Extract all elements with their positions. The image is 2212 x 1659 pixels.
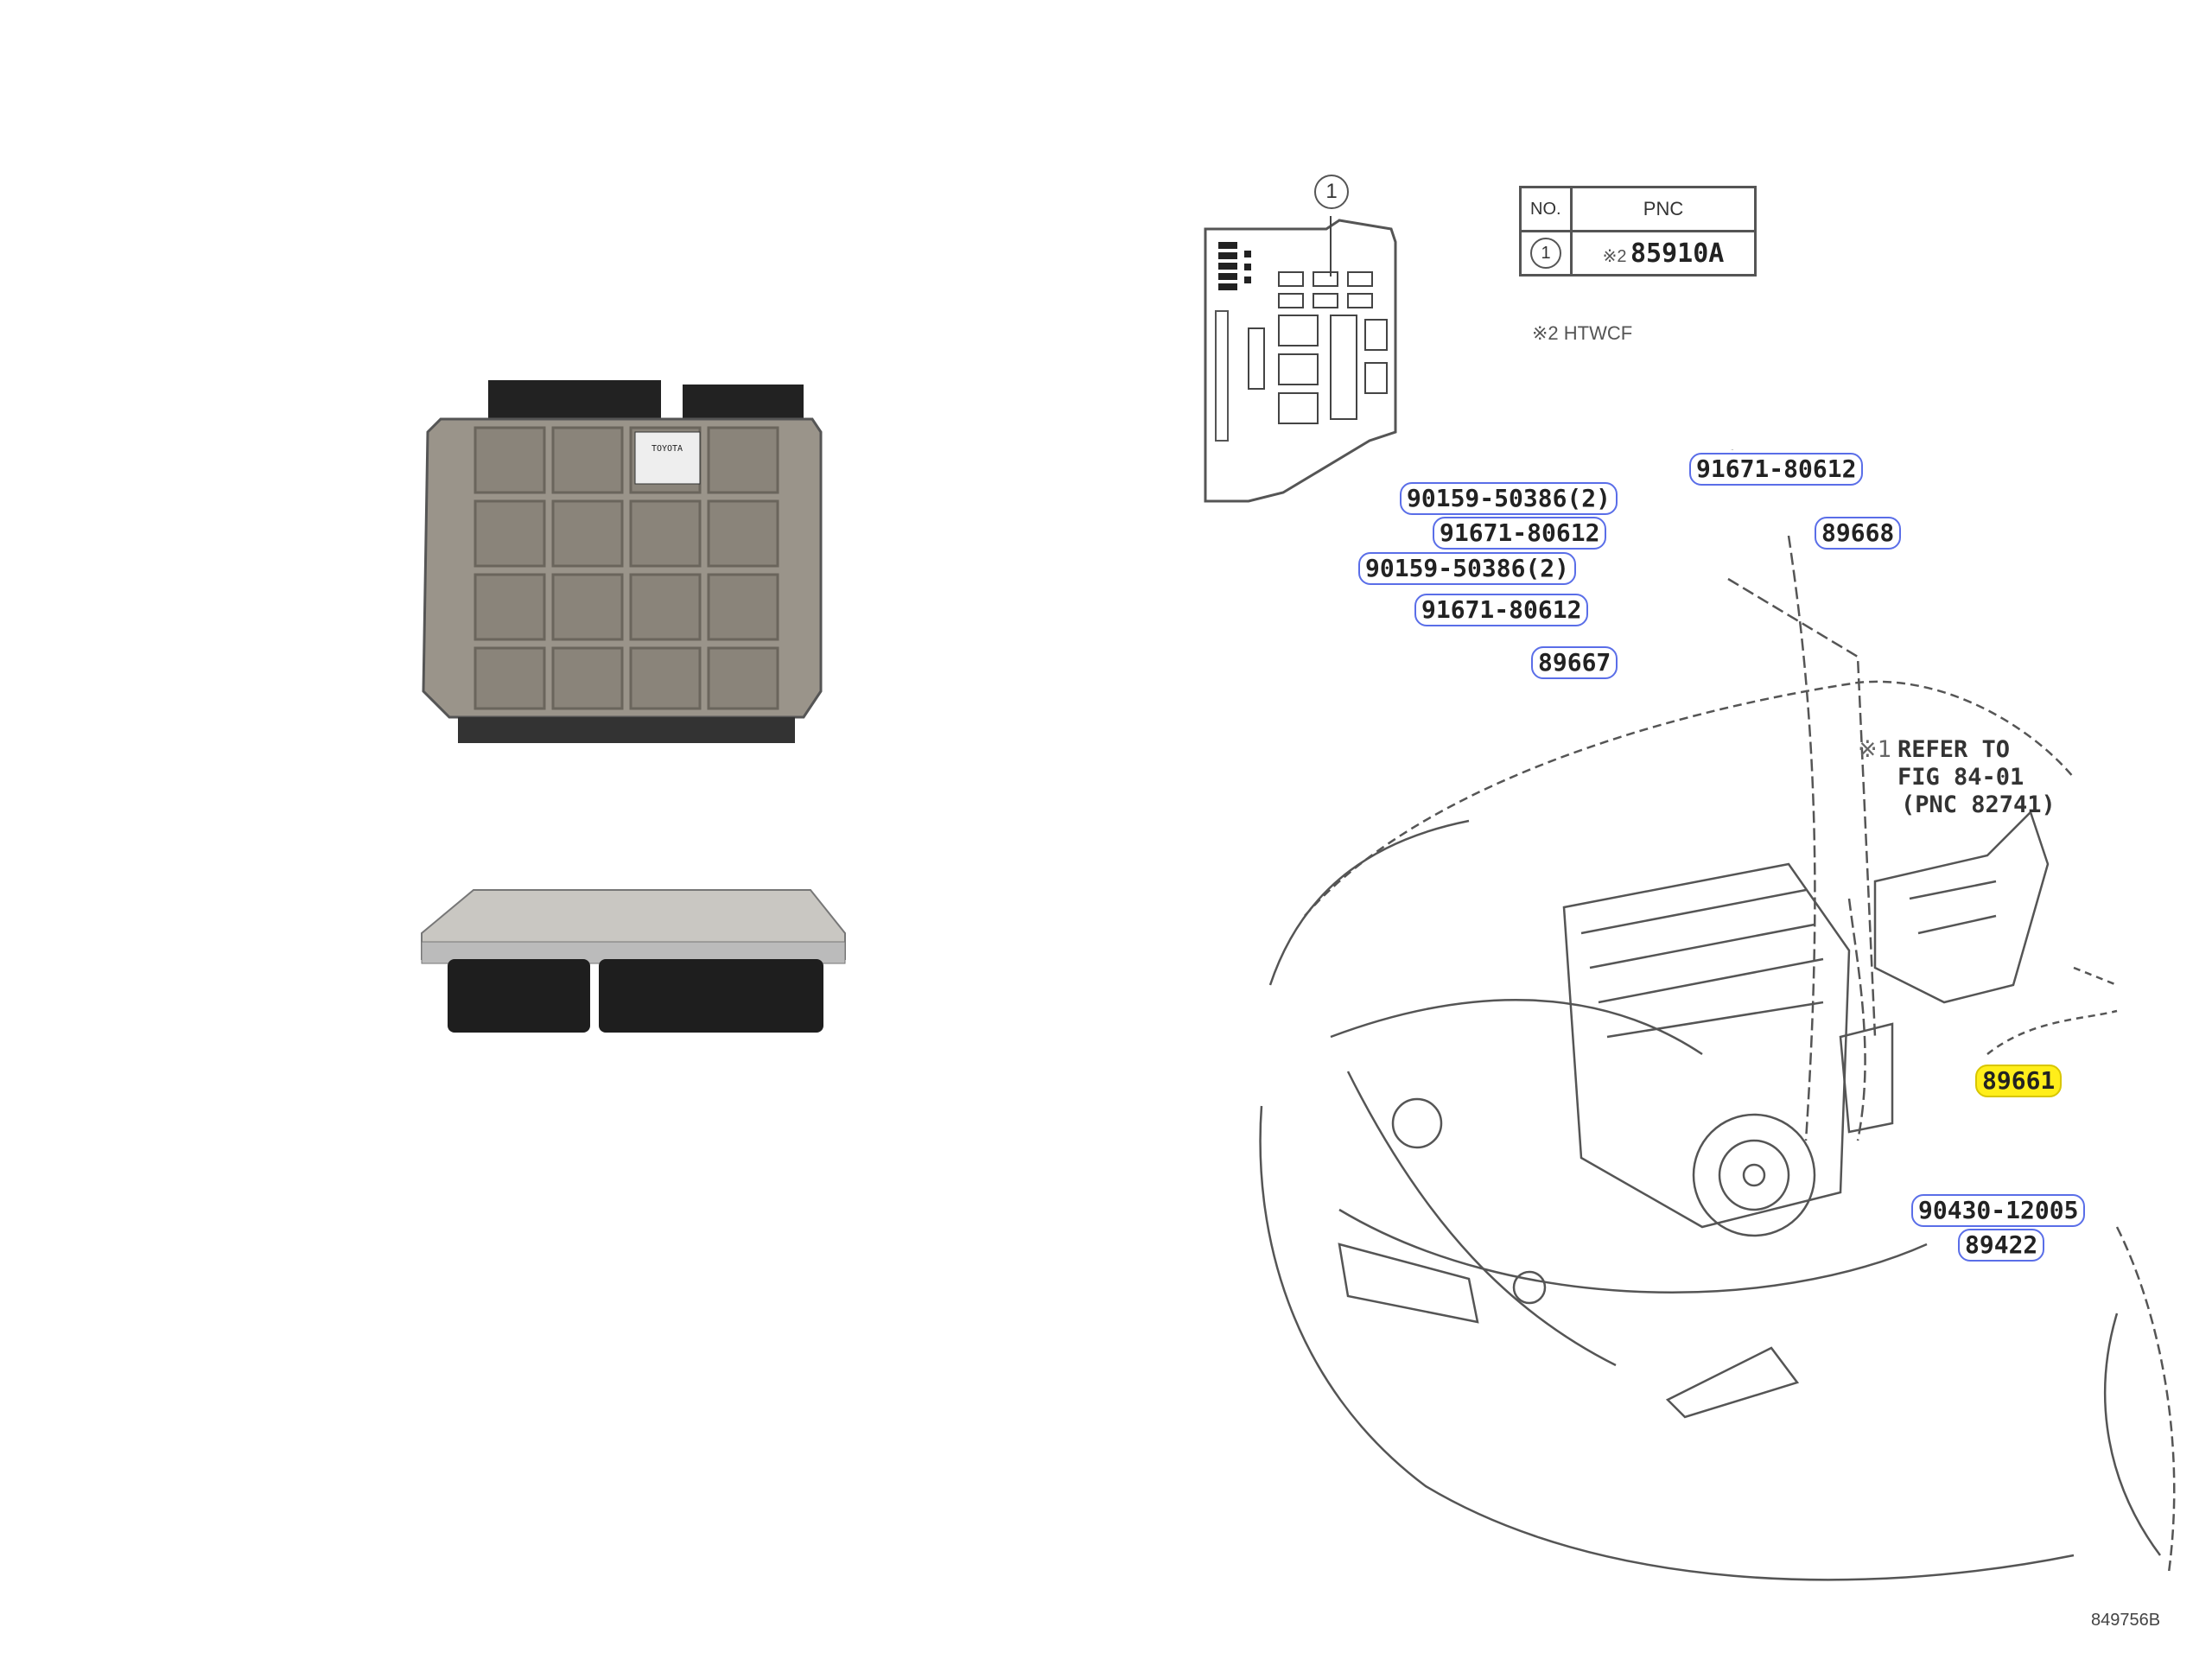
refer-mark: ※1 — [1858, 736, 1891, 763]
part-label-89668[interactable]: 89668 — [1815, 517, 1902, 550]
refer-line-3: (PNC 82741) — [1901, 791, 2056, 818]
ecu-photo-top: TOYOTA — [422, 380, 823, 743]
vehicle-engine-illustration — [1259, 449, 2176, 1581]
ecu-label-text: TOYOTA — [652, 444, 683, 454]
figure-code: 849756B — [2091, 1611, 2161, 1630]
part-label-91671-80612-c[interactable]: 91671-80612 — [1414, 594, 1589, 626]
row-no: 1 — [1530, 238, 1561, 269]
refer-line-2: FIG 84-01 — [1897, 764, 2024, 791]
part-label-90430-12005[interactable]: 90430-12005 — [1911, 1194, 2086, 1227]
part-label-91671-80612-b[interactable]: 91671-80612 — [1433, 517, 1607, 550]
part-label-89667[interactable]: 89667 — [1531, 646, 1618, 679]
header-pnc: PNC — [1570, 186, 1757, 232]
pnc-table: NO. PNC 1 ※2 85910A — [1519, 186, 1757, 276]
table-header-row: NO. PNC — [1519, 186, 1757, 232]
row-mark: ※2 — [1602, 246, 1627, 266]
part-label-91671-80612-a[interactable]: 91671-80612 — [1689, 453, 1864, 486]
part-label-89661-highlighted[interactable]: 89661 — [1975, 1065, 2063, 1097]
footnote-htwcf: ※2 HTWCF — [1532, 322, 1633, 344]
ecu-inset-diagram — [1204, 216, 1397, 503]
part-label-90159-50386-b[interactable]: 90159-50386(2) — [1358, 552, 1577, 585]
header-no: NO. — [1519, 186, 1573, 232]
refer-line-1: REFER TO — [1897, 736, 2011, 763]
row-pnc: 85910A — [1630, 238, 1725, 269]
callout-number: 1 — [1325, 180, 1338, 203]
part-label-89422[interactable]: 89422 — [1958, 1229, 2045, 1262]
ecu-photo-connector — [421, 889, 846, 1033]
part-label-90159-50386-a[interactable]: 90159-50386(2) — [1400, 482, 1618, 515]
callout-circle: 1 — [1314, 175, 1349, 209]
table-row: 1 ※2 85910A — [1519, 230, 1757, 276]
